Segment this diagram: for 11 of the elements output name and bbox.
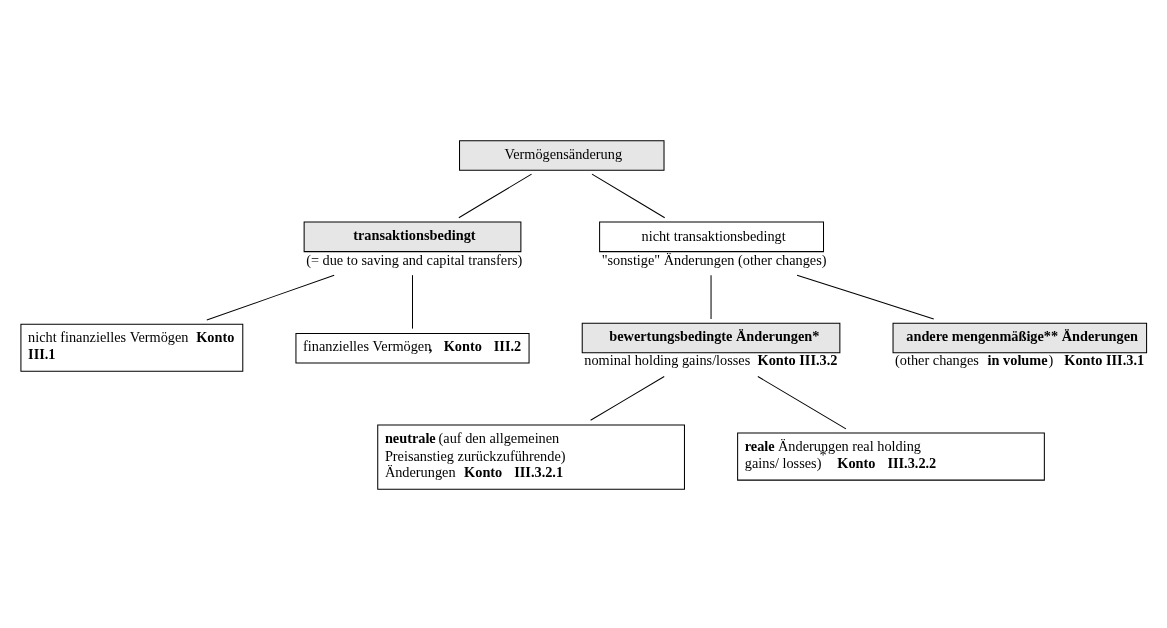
connector [591, 173, 666, 218]
node-label: nominal holding gains/losses Konto III.3.2 [584, 351, 838, 368]
connector [796, 274, 935, 320]
node-label: (other changes in volume) Konto III.3.1 [895, 351, 1145, 368]
connector [206, 274, 335, 321]
node-label: (= due to saving and capital transfers) [306, 251, 523, 268]
connector [590, 375, 665, 421]
connector [757, 375, 847, 429]
node-label: "sonstige" Änderungen (other changes) [601, 251, 827, 268]
connector [412, 274, 413, 329]
connector [458, 173, 533, 218]
